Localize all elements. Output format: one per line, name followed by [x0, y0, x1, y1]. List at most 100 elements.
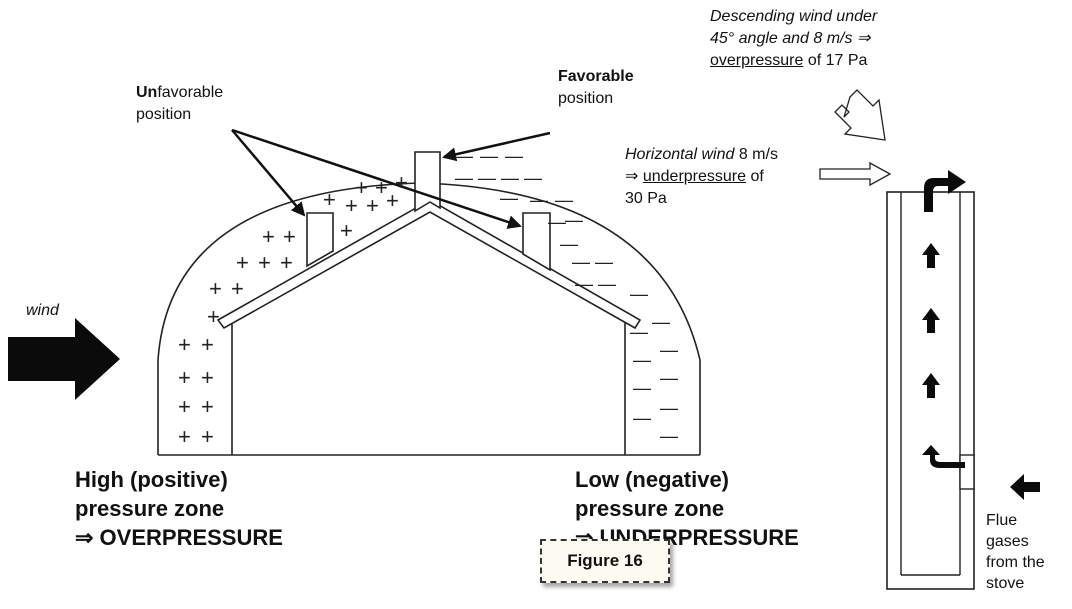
minus-sign: —	[455, 168, 473, 188]
plus-sign: +	[345, 193, 358, 218]
flow-up-arrow	[922, 308, 940, 333]
unfavorable-prefix: Un	[136, 84, 158, 101]
flow-up-arrow	[922, 243, 940, 268]
minus-sign: —	[478, 168, 496, 188]
horizontal-wind-label: Horizontal wind 8 m/s ⇒ underpressure of…	[625, 144, 778, 210]
minus-sign: —	[660, 368, 678, 388]
minus-sign: —	[633, 378, 651, 398]
plus-signs: + + + + + + + + + + + + + + + + + + + + …	[178, 170, 408, 449]
favorable-line1: Favorable	[558, 68, 634, 85]
chimney-right-unfavorable	[522, 212, 551, 272]
plus-sign: +	[323, 187, 336, 212]
flue-line: stove	[986, 575, 1025, 592]
plus-sign: +	[258, 250, 271, 275]
flue-exit-arrow	[924, 170, 966, 212]
minus-sign: —	[660, 426, 678, 446]
plus-sign: +	[280, 250, 293, 275]
plus-sign: +	[231, 276, 244, 301]
minus-sign: —	[633, 350, 651, 370]
favorable-line2: position	[558, 90, 614, 107]
minus-sign: —	[548, 212, 566, 232]
minus-sign: —	[500, 188, 518, 208]
minus-sign: —	[595, 252, 613, 272]
flue-line: from the	[986, 554, 1045, 571]
horizontal-wind-arrow	[819, 161, 892, 187]
minus-sign: —	[505, 146, 523, 166]
chimney-left-unfavorable	[306, 212, 334, 268]
plus-sign: +	[386, 188, 399, 213]
chimney-ridge-favorable	[414, 151, 441, 213]
plus-sign: +	[283, 224, 296, 249]
flue-gas-arrow	[1010, 474, 1040, 500]
high-line2: pressure zone	[75, 496, 225, 521]
unfavorable-position-label: Unfavorable position	[136, 82, 223, 126]
minus-sign: —	[455, 146, 473, 166]
horizontal-line3: 30 Pa	[625, 190, 667, 207]
minus-signs: — — — — — — — — — — — — — — — — — — — — …	[455, 146, 678, 446]
plus-sign: +	[375, 175, 388, 200]
plus-sign: +	[262, 224, 275, 249]
plus-sign: +	[366, 193, 379, 218]
high-line3: ⇒ OVERPRESSURE	[75, 525, 283, 550]
plus-sign: +	[209, 276, 222, 301]
pointer-favorable	[442, 131, 551, 162]
flue-line: gases	[986, 533, 1029, 550]
plus-sign: +	[178, 365, 191, 390]
plus-sign: +	[355, 175, 368, 200]
plus-sign: +	[201, 365, 214, 390]
high-pressure-zone-label: High (positive) pressure zone ⇒ OVERPRES…	[75, 465, 283, 552]
plus-sign: +	[178, 332, 191, 357]
plus-sign: +	[201, 394, 214, 419]
minus-sign: —	[598, 274, 616, 294]
minus-sign: —	[630, 322, 648, 342]
high-line1: High (positive)	[75, 467, 228, 492]
favorable-position-label: Favorable position	[558, 66, 634, 110]
minus-sign: —	[530, 190, 548, 210]
descending-line2: 45° angle and 8 m/s ⇒	[710, 30, 871, 47]
minus-sign: —	[524, 168, 542, 188]
flow-up-arrow	[922, 373, 940, 398]
minus-sign: —	[630, 284, 648, 304]
descending-tail: of 17 Pa	[803, 52, 868, 69]
minus-sign: —	[480, 146, 498, 166]
flue-inlet	[959, 454, 975, 490]
wind-label: wind	[26, 302, 59, 319]
unfavorable-rest: favorable	[157, 84, 224, 101]
minus-sign: —	[565, 210, 583, 230]
minus-sign: —	[501, 168, 519, 188]
minus-sign: —	[660, 340, 678, 360]
flue-line: Flue	[986, 512, 1018, 529]
pointer-unfavorable-right	[231, 128, 522, 229]
horizontal-italic: Horizontal wind	[625, 146, 735, 163]
descending-line1: Descending wind under	[710, 8, 878, 25]
low-line2: pressure zone	[575, 496, 725, 521]
minus-sign: —	[652, 312, 670, 332]
plus-sign: +	[340, 218, 353, 243]
minus-sign: —	[572, 252, 590, 272]
horizontal-of: of	[746, 168, 764, 185]
descending-wind-label: Descending wind under 45° angle and 8 m/…	[710, 6, 877, 72]
minus-sign: —	[660, 398, 678, 418]
minus-sign: —	[633, 408, 651, 428]
low-line1: Low (negative)	[575, 467, 730, 492]
wind-arrow	[8, 318, 120, 400]
descending-wind-arrow	[834, 89, 886, 141]
horizontal-underlined: underpressure	[642, 168, 747, 185]
plus-sign: +	[201, 424, 214, 449]
descending-underlined: overpressure	[710, 52, 804, 69]
minus-sign: —	[575, 274, 593, 294]
horizontal-arrow: ⇒	[625, 168, 643, 185]
plus-sign: +	[178, 424, 191, 449]
unfavorable-line2: position	[136, 106, 192, 123]
minus-sign: —	[555, 190, 573, 210]
horizontal-speed: 8 m/s	[734, 146, 778, 163]
plus-sign: +	[395, 170, 408, 195]
plus-sign: +	[178, 394, 191, 419]
low-pressure-zone-label: Low (negative) pressure zone ⇒ UNDERPRES…	[575, 465, 799, 552]
pointer-unfavorable-left	[231, 129, 306, 217]
minus-sign: —	[560, 234, 578, 254]
plus-sign: +	[201, 332, 214, 357]
plus-sign: +	[236, 250, 249, 275]
plus-sign: +	[207, 304, 220, 329]
